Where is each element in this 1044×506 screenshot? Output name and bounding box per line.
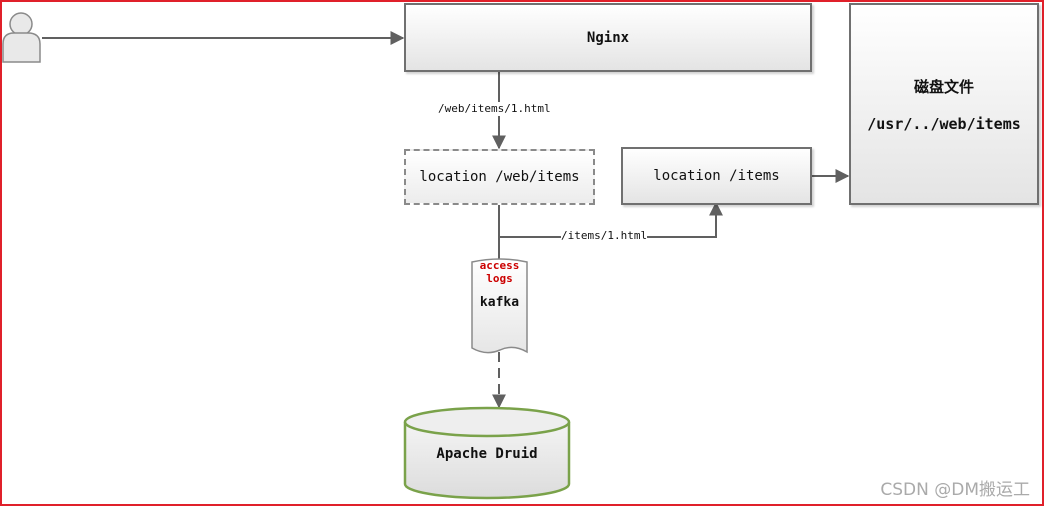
access-logs-label-1: access <box>479 259 520 272</box>
kafka-document-shape <box>471 258 528 354</box>
druid-label: Apache Druid <box>436 446 538 462</box>
nginx-node: Nginx <box>404 3 812 72</box>
edge-label-web-items-html: /web/items/1.html <box>438 102 551 116</box>
location-items-label: location /items <box>653 168 780 184</box>
location-web-items-node: location /web/items <box>404 149 595 205</box>
disk-files-path: /usr/../web/items <box>867 114 1021 133</box>
access-logs-label-2: logs <box>486 272 513 285</box>
user-icon <box>2 12 41 63</box>
watermark: CSDN @DM搬运工 <box>880 480 1030 500</box>
location-web-items-label: location /web/items <box>419 169 580 185</box>
location-items-node: location /items <box>621 147 812 205</box>
kafka-label: kafka <box>479 295 520 310</box>
nginx-label: Nginx <box>586 29 630 46</box>
disk-files-title: 磁盘文件 <box>913 77 974 96</box>
druid-cylinder <box>403 406 571 500</box>
druid-node: Apache Druid <box>405 440 569 468</box>
edge-label-items-html: /items/1.html <box>561 229 648 243</box>
disk-files-node: 磁盘文件 /usr/../web/items <box>849 3 1039 205</box>
kafka-node: access logs kafka <box>472 259 527 319</box>
